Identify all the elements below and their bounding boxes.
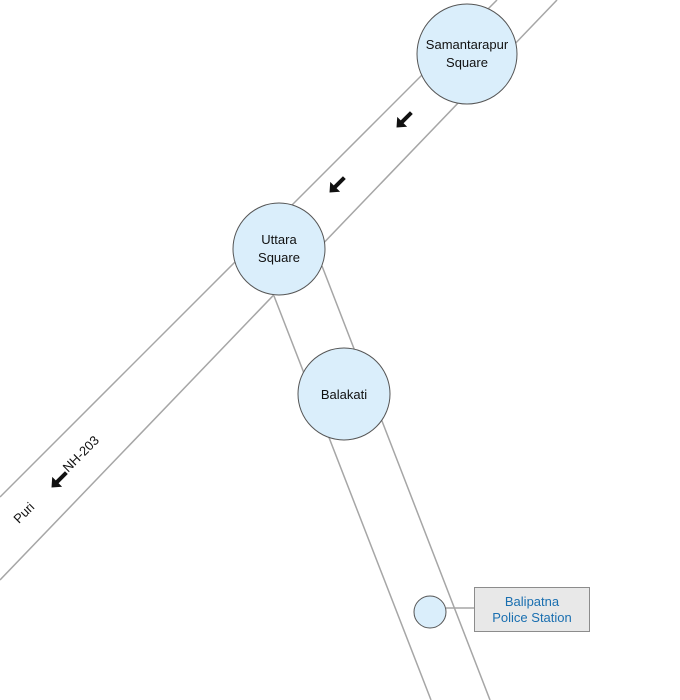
police-station-type: Police Station [492,609,572,625]
branch-road [273,265,491,700]
direction-arrow-1 [396,111,413,128]
destination-label: Puri [10,499,37,526]
police-station-name: Balipatna [504,593,560,609]
junction-label-line2: Square [446,55,488,70]
junction-samantarapur-square[interactable]: Samantarapur Square [416,3,518,105]
junction-label-line2: Square [258,250,300,265]
police-station-marker[interactable] [413,595,447,629]
direction-arrow-puri [51,471,68,488]
junction-label: Balakati [321,387,367,402]
police-station-label[interactable]: Balipatna Police Station [474,587,590,632]
junction-uttara-square[interactable]: Uttara Square [232,202,326,296]
junction-label-line1: Uttara [261,232,297,247]
road-name-label: NH-203 [60,433,102,475]
direction-arrow-2 [329,176,346,193]
junction-label-line1: Samantarapur [426,37,509,52]
junction-balakati[interactable]: Balakati [297,347,391,441]
